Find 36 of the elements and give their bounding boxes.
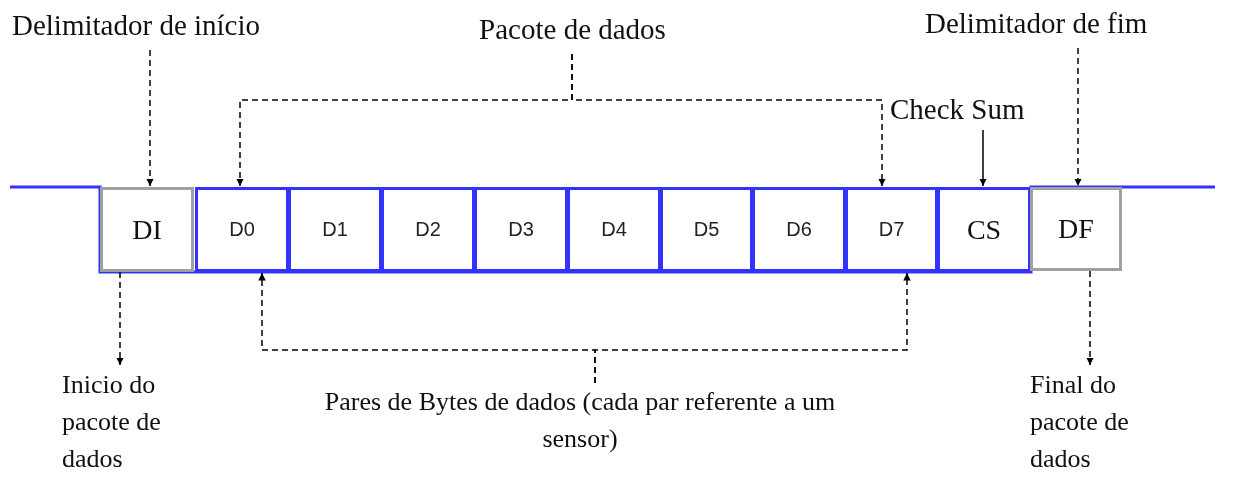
frame-field: [381, 187, 475, 272]
frame-field: [937, 187, 1031, 272]
frame-field: [474, 187, 568, 272]
field-label: D2: [415, 218, 441, 241]
arrow: [1074, 47, 1082, 187]
callout-text: Inicio do pacote de dados: [62, 369, 162, 475]
field-label: D4: [601, 218, 627, 241]
frame-field: [1030, 187, 1122, 271]
callout-text: Pacote de dados: [478, 12, 667, 46]
frame-field: [195, 187, 289, 272]
callout-text: Final do pacote de dados: [1030, 369, 1130, 475]
field-label: D5: [693, 218, 720, 241]
frame-field: [752, 187, 846, 272]
field-label: CS: [966, 213, 1002, 246]
frame-field: [845, 187, 938, 272]
arrow: [979, 129, 987, 187]
field-label: D1: [322, 218, 348, 241]
frame-field: [567, 187, 661, 272]
field-label: DI: [132, 213, 162, 246]
callout-text: Check Sum: [890, 92, 1026, 126]
frame-field: [288, 187, 382, 272]
arrow: [116, 271, 124, 366]
callout-text: Delimitador de fim: [925, 6, 1149, 40]
arrow: [146, 49, 154, 187]
arrow: [571, 53, 886, 187]
arrow: [594, 272, 911, 384]
field-label: D0: [229, 218, 255, 241]
field-label: D3: [508, 218, 534, 241]
callout-text: Delimitador de início: [12, 8, 262, 42]
frame-field: [660, 187, 753, 272]
field-label: D7: [878, 218, 905, 241]
frame-field: [100, 187, 194, 272]
callout-text: Pares de Bytes de dados (cada par referente a um sensor): [323, 386, 837, 455]
arrow: [1086, 270, 1094, 366]
field-label: D6: [786, 218, 812, 241]
field-label: DF: [1058, 213, 1094, 245]
